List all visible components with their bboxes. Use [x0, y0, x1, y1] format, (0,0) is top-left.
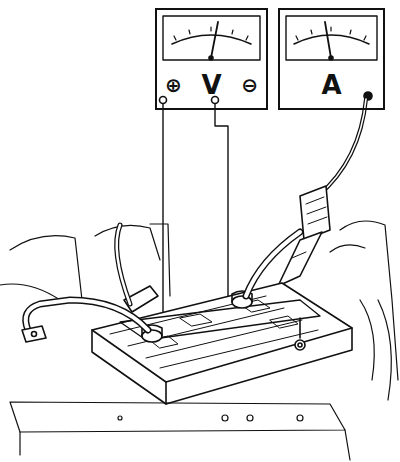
- ammeter-clamp-probe: [278, 99, 366, 286]
- voltmeter-box: ⊕ V ⊖: [155, 8, 268, 110]
- voltmeter-face: [163, 16, 260, 60]
- meter-label: A: [321, 72, 341, 98]
- ammeter-face: [286, 16, 377, 60]
- battery-cables: [22, 224, 300, 342]
- meter-label: ⊖: [241, 75, 258, 95]
- battery-terminals: [142, 291, 252, 342]
- meter-label-row: ⊕ V ⊖: [157, 72, 266, 98]
- engine-bay: [0, 221, 398, 460]
- meter-label: ⊕: [165, 75, 182, 95]
- meter-label-row: A: [280, 72, 383, 98]
- meter-label: V: [201, 72, 221, 98]
- ammeter-box: A: [278, 8, 385, 110]
